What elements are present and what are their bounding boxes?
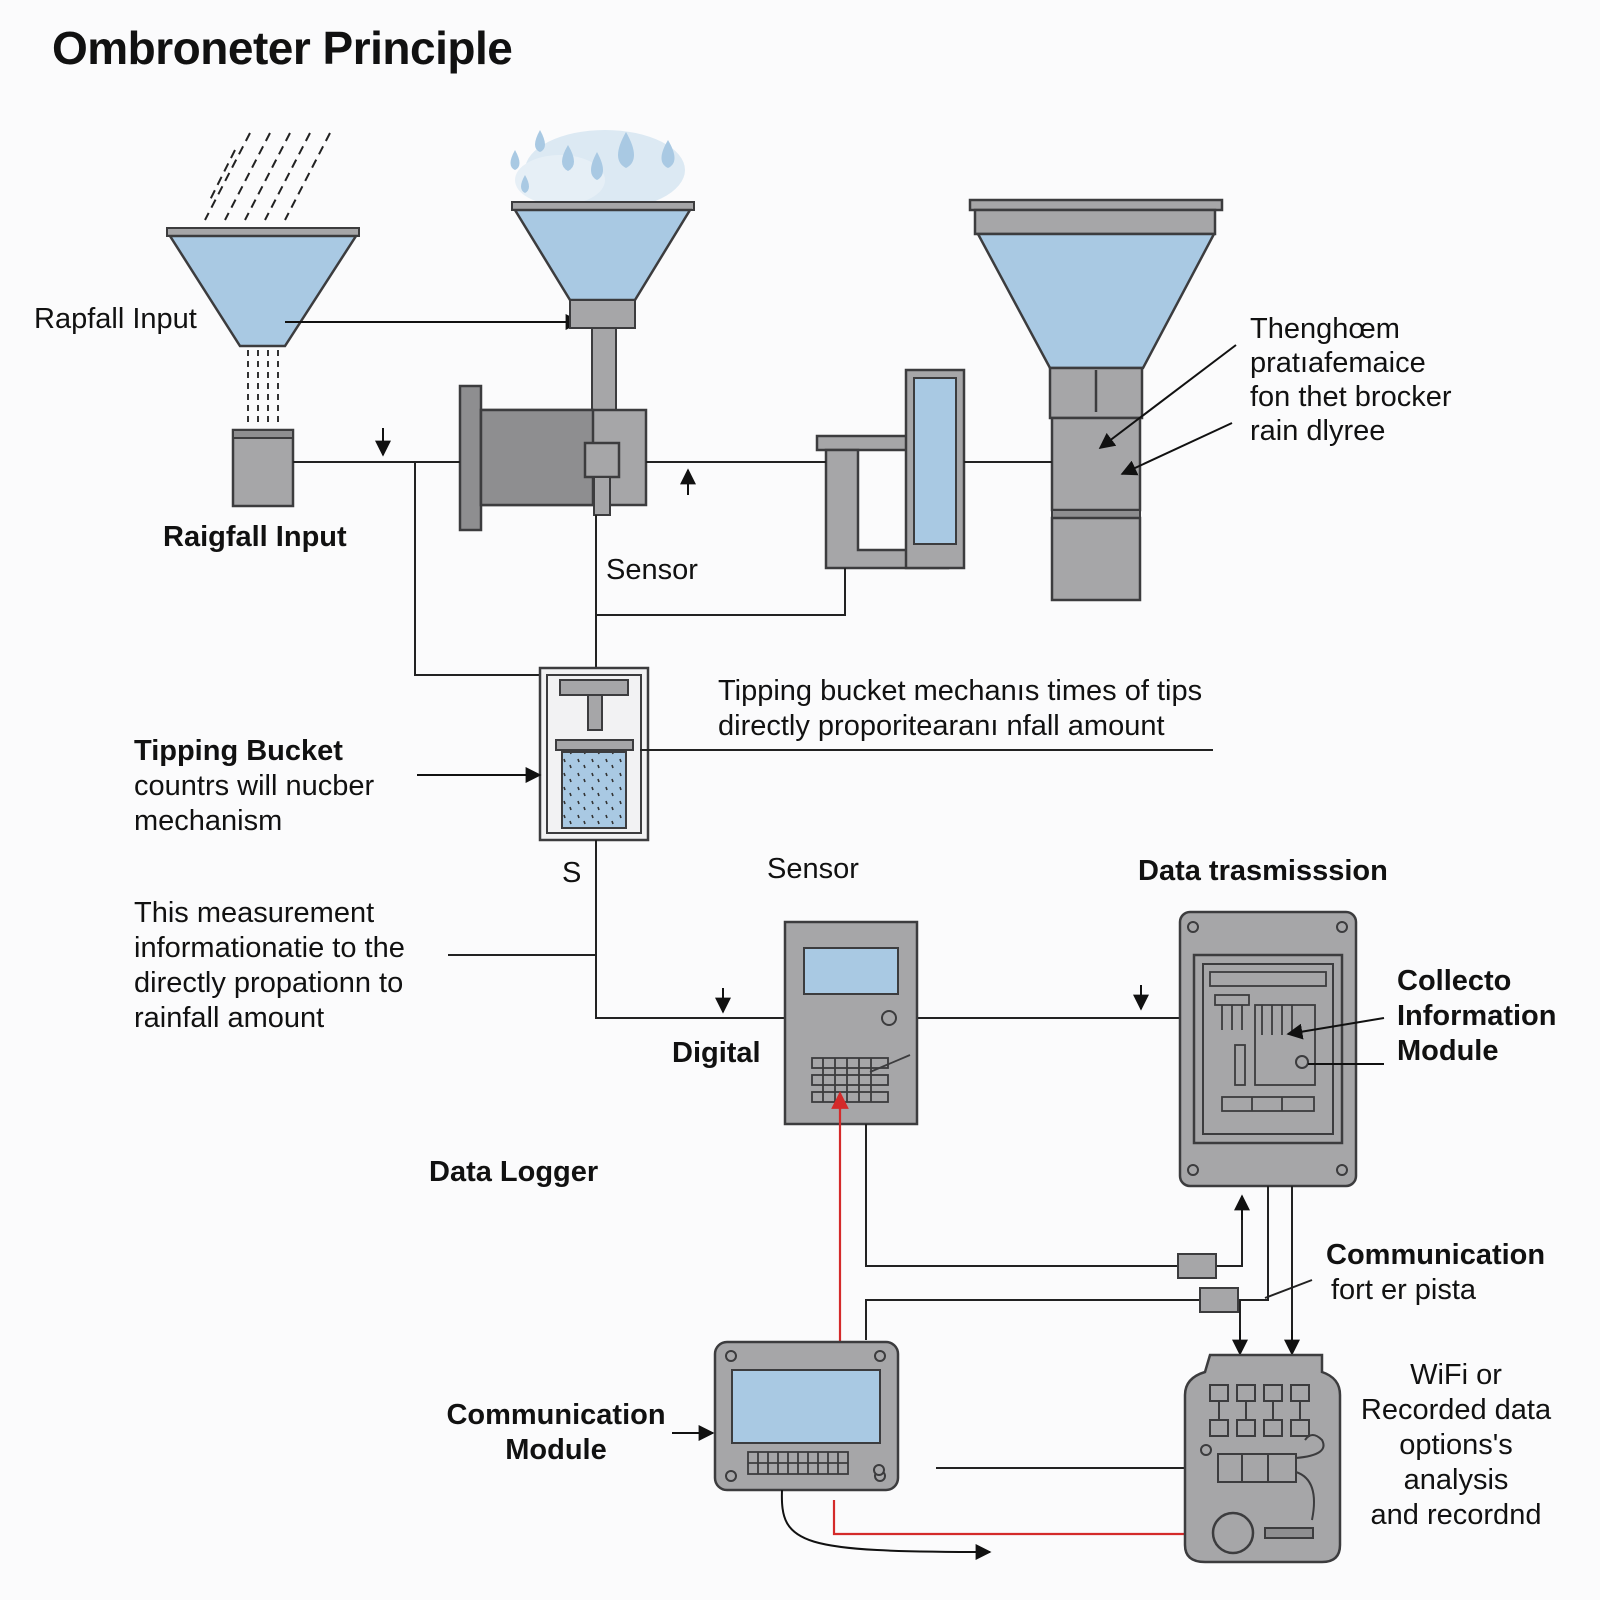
communication-module-label: Communication Module — [446, 1399, 666, 1466]
digital-label: Digital — [672, 1037, 761, 1069]
data-logger-label: Data Logger — [429, 1156, 599, 1188]
funnel-note-pointer-1 — [1098, 344, 1237, 449]
water-drops-icon — [510, 130, 685, 210]
wifi-options-note: WiFi or Recorded data options's analysis… — [1360, 1359, 1552, 1531]
rainfall-input-below-label: Raigfall Input — [163, 521, 347, 553]
right-large-funnel — [968, 198, 1224, 602]
transmission-wiring — [865, 1124, 1313, 1469]
s-mark-label: S — [562, 857, 582, 889]
data-recorder-unit — [1183, 1353, 1342, 1564]
tipping-bucket-box — [538, 666, 650, 842]
sensor-lower-label: Sensor — [767, 853, 859, 885]
communication-right-subtitle: fort er pista — [1331, 1274, 1477, 1306]
communication-right-title: Communication — [1326, 1239, 1546, 1271]
left-collection-container — [231, 428, 295, 508]
funnel-note-text: Thenghœm pratıafemaice fon thet brocker … — [1250, 313, 1452, 447]
collector-module-label: Collecto Information Module — [1397, 965, 1557, 1067]
tipping-note-text: Tipping bucket mechanıs times of tips di… — [718, 675, 1203, 742]
falling-water-stream — [247, 350, 279, 425]
sensor-housing — [458, 384, 648, 532]
funnel-note-pointer-2 — [1120, 422, 1233, 476]
data-transmission-label: Data trasmisssion — [1138, 855, 1388, 887]
digital-data-logger — [783, 920, 919, 1126]
connector-plug-upper — [1177, 1253, 1217, 1279]
collector-information-module — [1178, 910, 1358, 1188]
rainfall-input-left-label: Rapfall Input — [34, 303, 197, 335]
communication-module-device — [713, 1340, 900, 1492]
measurement-note-text: This measurement informationatie to the … — [134, 897, 405, 1034]
collector-pointer-1 — [1286, 1017, 1385, 1040]
sensor-upper-label: Sensor — [606, 554, 698, 586]
rain-streaks-icon — [204, 132, 331, 221]
connector-plug-lower — [1199, 1287, 1239, 1313]
left-collector-funnel — [166, 227, 360, 348]
output-cable — [780, 1489, 992, 1560]
lower-connection-lines — [448, 840, 1180, 1019]
center-collector-funnel — [511, 201, 695, 421]
tipping-bucket-title: Tipping Bucket — [134, 735, 343, 767]
tipping-bucket-description: countrs will nucber mechanism — [134, 770, 375, 837]
pipe-bracket — [815, 368, 966, 570]
upper-connection-lines — [293, 461, 1052, 676]
page-title: Ombroneter Principle — [52, 22, 513, 74]
